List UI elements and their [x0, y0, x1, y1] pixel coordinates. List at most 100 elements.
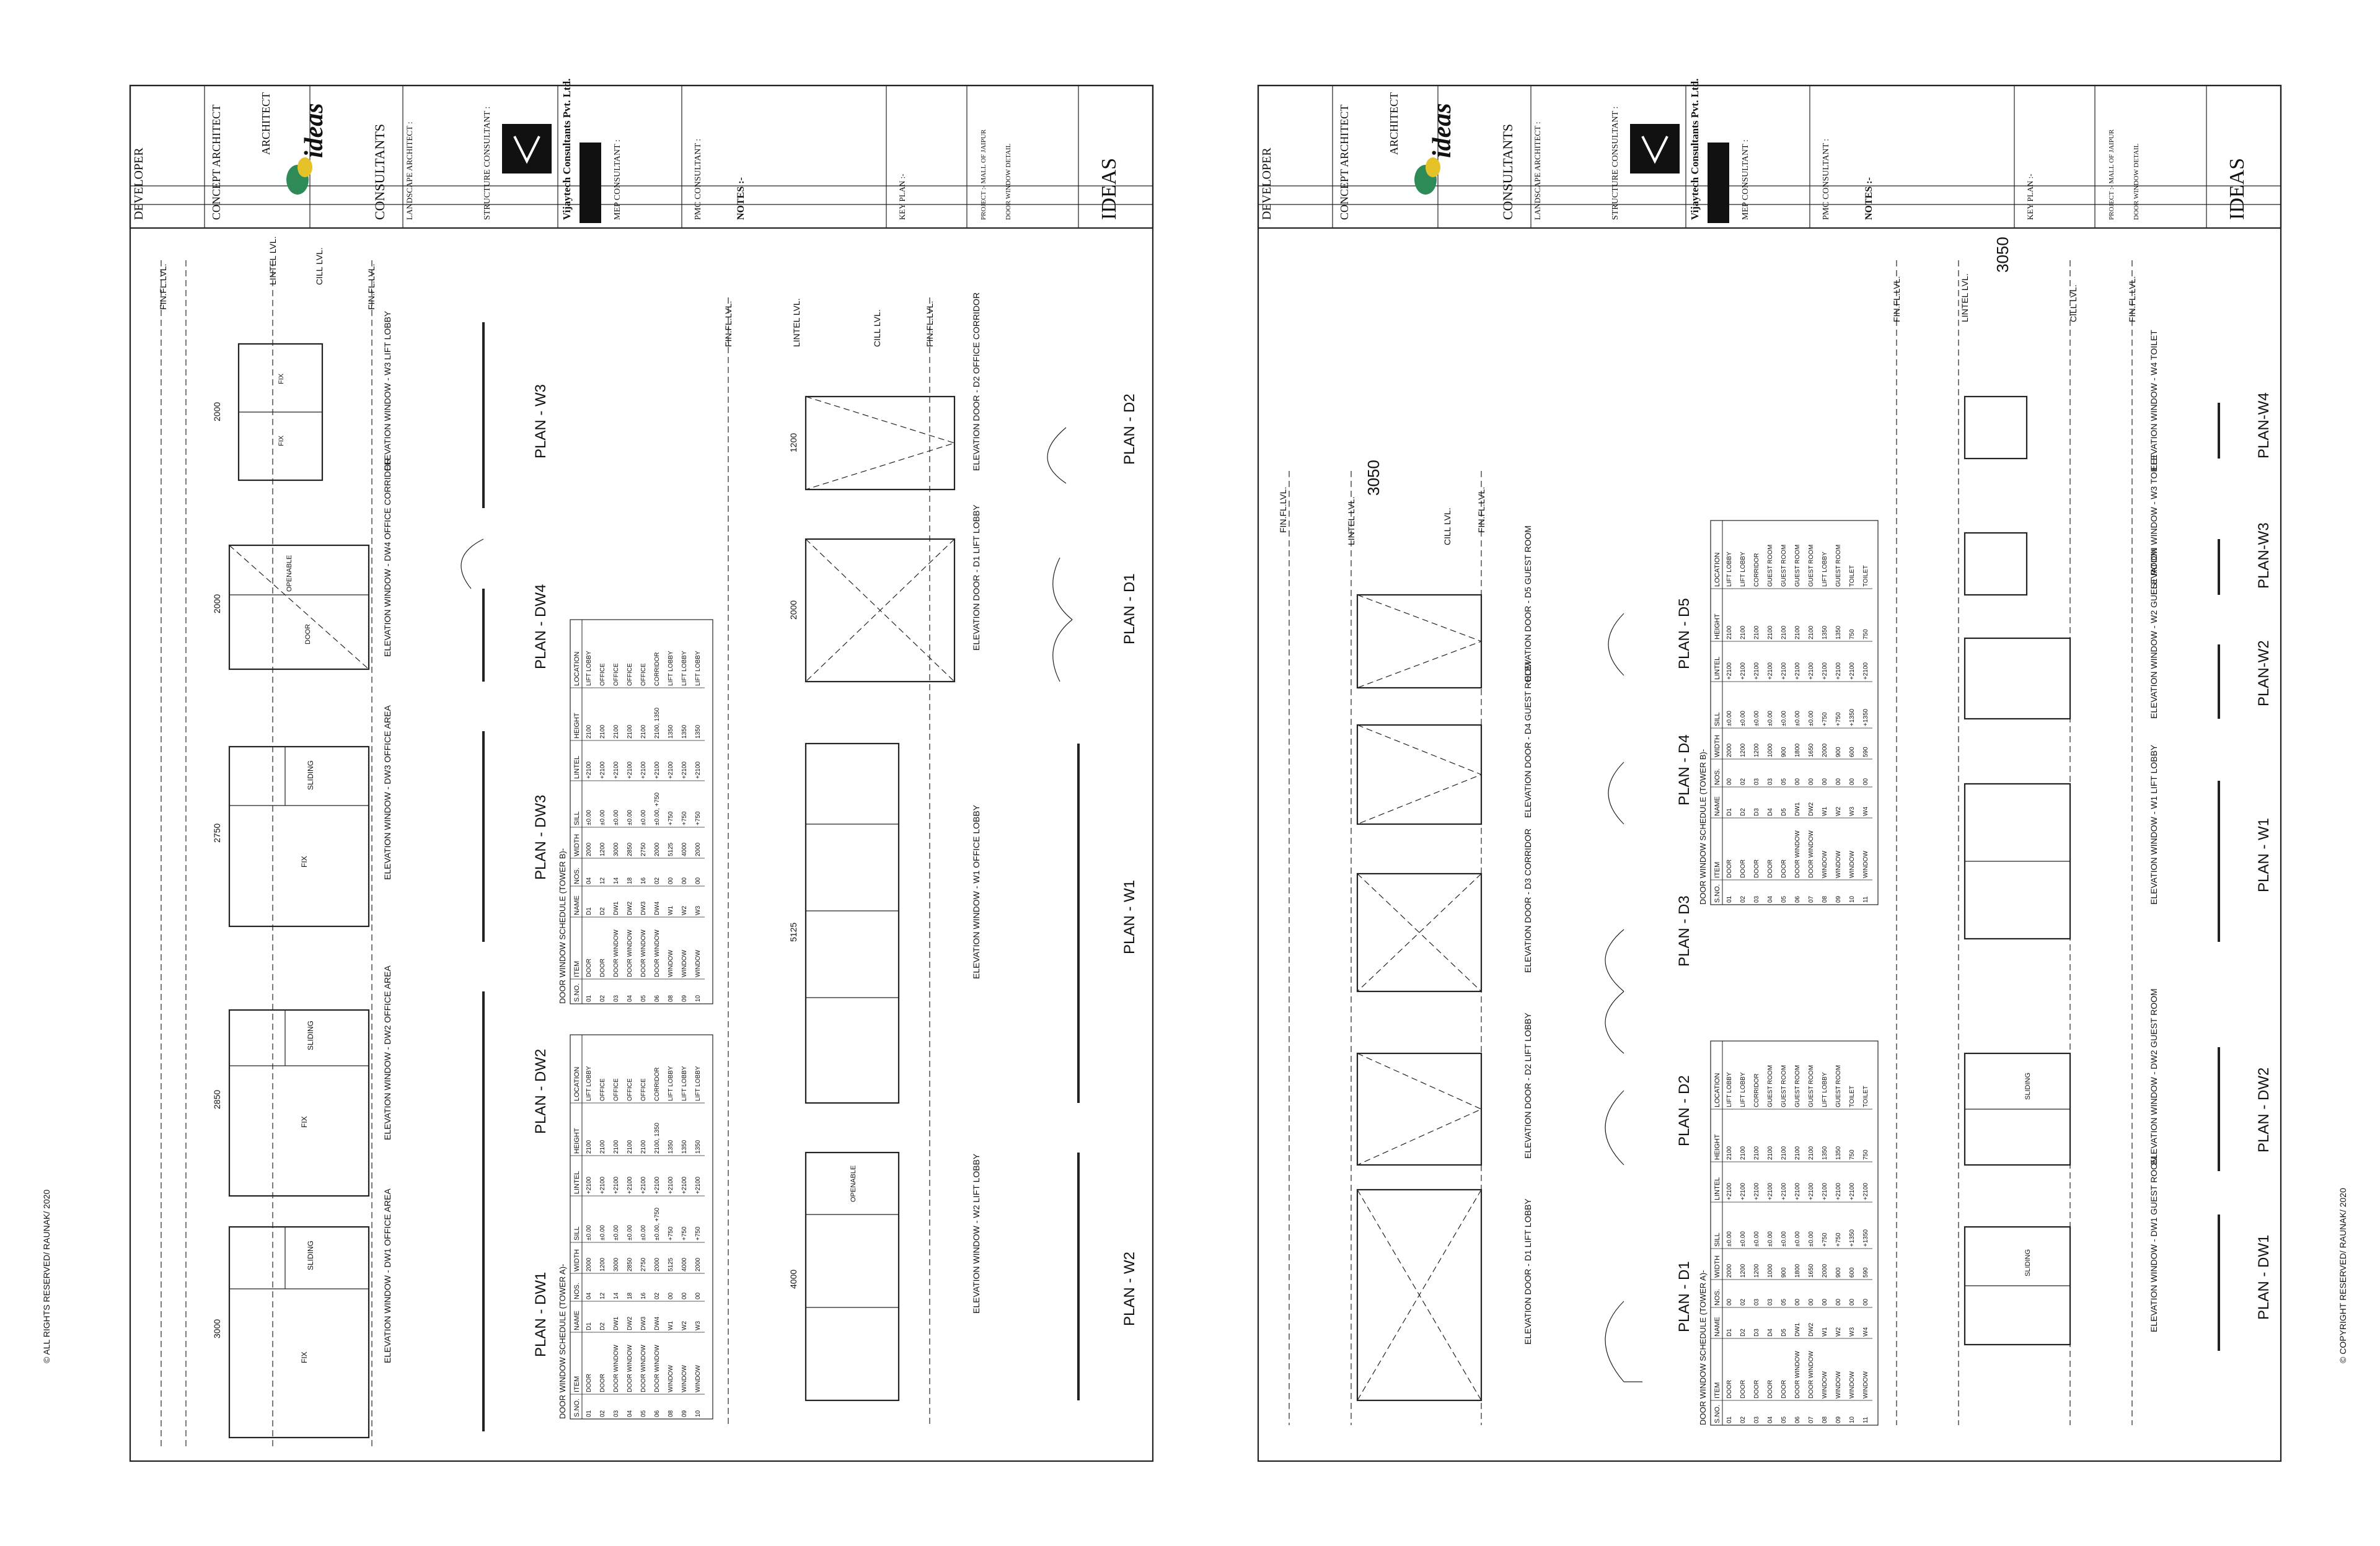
schedule-cell: 1350: [1822, 1146, 1828, 1160]
schedule-cell: ±0.00: [613, 1225, 620, 1241]
schedule-header: LOCATION: [573, 1067, 581, 1101]
schedule-cell: 06: [654, 1410, 661, 1417]
schedule-cell: DOOR: [599, 959, 606, 977]
schedule-cell: 00: [1835, 778, 1842, 785]
schedule-cell: +2100: [1808, 1182, 1815, 1200]
svg-text:PLAN-W2: PLAN-W2: [2255, 640, 2272, 706]
left-sheet: DEVELOPER CONCEPT ARCHITECT ARCHITECT id…: [42, 79, 1154, 1462]
schedule-cell: LIFT LOBBY: [1726, 551, 1733, 587]
schedule-cell: OFFICE: [627, 663, 633, 686]
schedule-cell: 04: [1767, 895, 1774, 903]
schedule-cell: +2100: [654, 1176, 661, 1194]
schedule-header: HEIGHT: [1714, 1134, 1721, 1160]
svg-text:OPENABLE: OPENABLE: [286, 555, 293, 592]
schedule-cell: DOOR WINDOW: [1794, 1351, 1801, 1399]
dim-4000: 4000: [788, 1270, 798, 1289]
schedule-cell: WINDOW: [695, 1365, 702, 1392]
schedule-cell: +2100: [1740, 662, 1747, 680]
schedule-cell: 2100: [1808, 1146, 1815, 1160]
mep-label: MEP CONSULTANT :: [613, 139, 622, 220]
schedule-cell: 2000: [695, 842, 702, 856]
w1-frame: [804, 742, 900, 1104]
schedule-cell: ±0.00: [1726, 711, 1733, 726]
schedule-cell: 3000: [613, 842, 620, 856]
schedule-cell: LIFT LOBBY: [1822, 551, 1828, 587]
schedule-cell: ±0.00: [1808, 711, 1815, 726]
d1-right: [1356, 1188, 1483, 1402]
schedule-cell: DOOR WINDOW: [654, 1345, 661, 1392]
schedule-cell: ±0.00: [1781, 1231, 1787, 1247]
project-label: PROJECT :- MALL OF JAIPUR: [980, 129, 987, 220]
schedule-cell: +2100: [1862, 1182, 1869, 1200]
schedule-cell: DW1: [1794, 1322, 1801, 1337]
svg-text:CONSULTANTS: CONSULTANTS: [1500, 124, 1515, 220]
schedule-cell: +2100: [681, 1176, 688, 1194]
schedule-header: WIDTH: [1714, 1255, 1721, 1278]
schedule-cell: 2000: [1822, 1263, 1828, 1278]
schedule-cell: +2100: [599, 761, 606, 779]
fin-fl-lvl-2: FIN.FL.LVL.: [366, 264, 376, 310]
svg-text:DOOR WINDOW SCHEDULE (TOWER B): DOOR WINDOW SCHEDULE (TOWER B)-: [558, 848, 567, 1004]
schedule-cell: 00: [1862, 778, 1869, 785]
svg-text:LINTEL LVL.: LINTEL LVL.: [1346, 496, 1356, 545]
schedule-cell: OFFICE: [640, 1078, 647, 1101]
schedule-cell: DOOR WINDOW: [1808, 1351, 1815, 1399]
schedule-cell: 02: [654, 877, 661, 884]
svg-text:FIN.FL.LVL.: FIN.FL.LVL.: [1278, 487, 1288, 533]
schedule-cell: 03: [613, 1410, 620, 1417]
schedule-header: ITEM: [1714, 1382, 1721, 1399]
schedule-cell: 09: [681, 995, 688, 1002]
schedule-cell: +2100: [1781, 662, 1787, 680]
schedule-cell: ±0.00, +750: [654, 1208, 661, 1241]
schedule-cell: 00: [1794, 778, 1801, 785]
schedule-header: S.NO.: [1714, 884, 1721, 903]
w2-right: [1963, 637, 2071, 720]
schedule-cell: 00: [668, 1292, 674, 1299]
svg-text:PROJECT :- MALL OF JAIPUR: PROJECT :- MALL OF JAIPUR: [2108, 129, 2115, 220]
schedule-cell: LIFT LOBBY: [586, 1066, 593, 1101]
schedule-cell: 600: [1849, 747, 1856, 757]
right-schedule-a: DOOR WINDOW SCHEDULE (TOWER A)- S.NO.ITE…: [1698, 1040, 1879, 1426]
schedule-cell: 09: [681, 1410, 688, 1417]
schedule-cell: D5: [1781, 808, 1787, 816]
svg-text:PMC CONSULTANT :: PMC CONSULTANT :: [1822, 139, 1831, 220]
copyright-left: © ALL RIGHTS RESERVED/ RAUNAK/ 2020: [42, 1189, 51, 1363]
schedule-cell: +750: [1835, 1232, 1842, 1247]
ideas-logo: ideas: [286, 103, 328, 195]
lintel-lvl-2: LINTEL LVL.: [791, 298, 801, 347]
schedule-cell: +2100: [586, 1176, 593, 1194]
schedule-cell: GUEST ROOM: [1767, 545, 1774, 587]
schedule-cell: 04: [627, 995, 633, 1002]
schedule-cell: D2: [1740, 1329, 1747, 1337]
schedule-cell: W1: [1822, 1327, 1828, 1337]
schedule-header: NOS.: [573, 867, 581, 884]
schedule-cell: 07: [1808, 895, 1815, 903]
schedule-cell: 01: [1726, 1416, 1733, 1423]
schedule-header: NOS.: [1714, 1289, 1721, 1306]
schedule-cell: D2: [1740, 808, 1747, 816]
schedule-cell: LIFT LOBBY: [1726, 1072, 1733, 1107]
dim-3000: 3000: [212, 1319, 222, 1338]
schedule-cell: 2100: [1740, 1146, 1747, 1160]
schedule-cell: 900: [1781, 747, 1787, 757]
schedule-cell: 1650: [1808, 743, 1815, 757]
schedule-cell: DW2: [1808, 802, 1815, 816]
schedule-cell: +2100: [599, 1176, 606, 1194]
schedule-cell: 2100: [586, 724, 593, 739]
schedule-cell: 02: [1740, 1298, 1747, 1306]
schedule-cell: 2850: [627, 1257, 633, 1271]
schedule-cell: 00: [681, 877, 688, 884]
schedule-cell: 2100: [1740, 625, 1747, 639]
svg-text:CILL LVL.: CILL LVL.: [2068, 284, 2078, 322]
schedule-cell: 09: [1835, 1416, 1842, 1423]
schedule-cell: 4000: [681, 842, 688, 856]
schedule-cell: GUEST ROOM: [1835, 1065, 1842, 1107]
schedule-cell: WINDOW: [681, 950, 688, 977]
left-elevation-captions: ELEVATION WINDOW - DW1 OFFICE AREA ELEVA…: [382, 310, 392, 1363]
schedule-cell: 05: [1781, 778, 1787, 785]
svg-text:DOOR: DOOR: [304, 624, 312, 644]
schedule-cell: 06: [1794, 895, 1801, 903]
consultants-label: CONSULTANTS: [372, 124, 387, 220]
dw4-frame: [228, 544, 370, 670]
schedule-cell: LIFT LOBBY: [681, 651, 688, 686]
